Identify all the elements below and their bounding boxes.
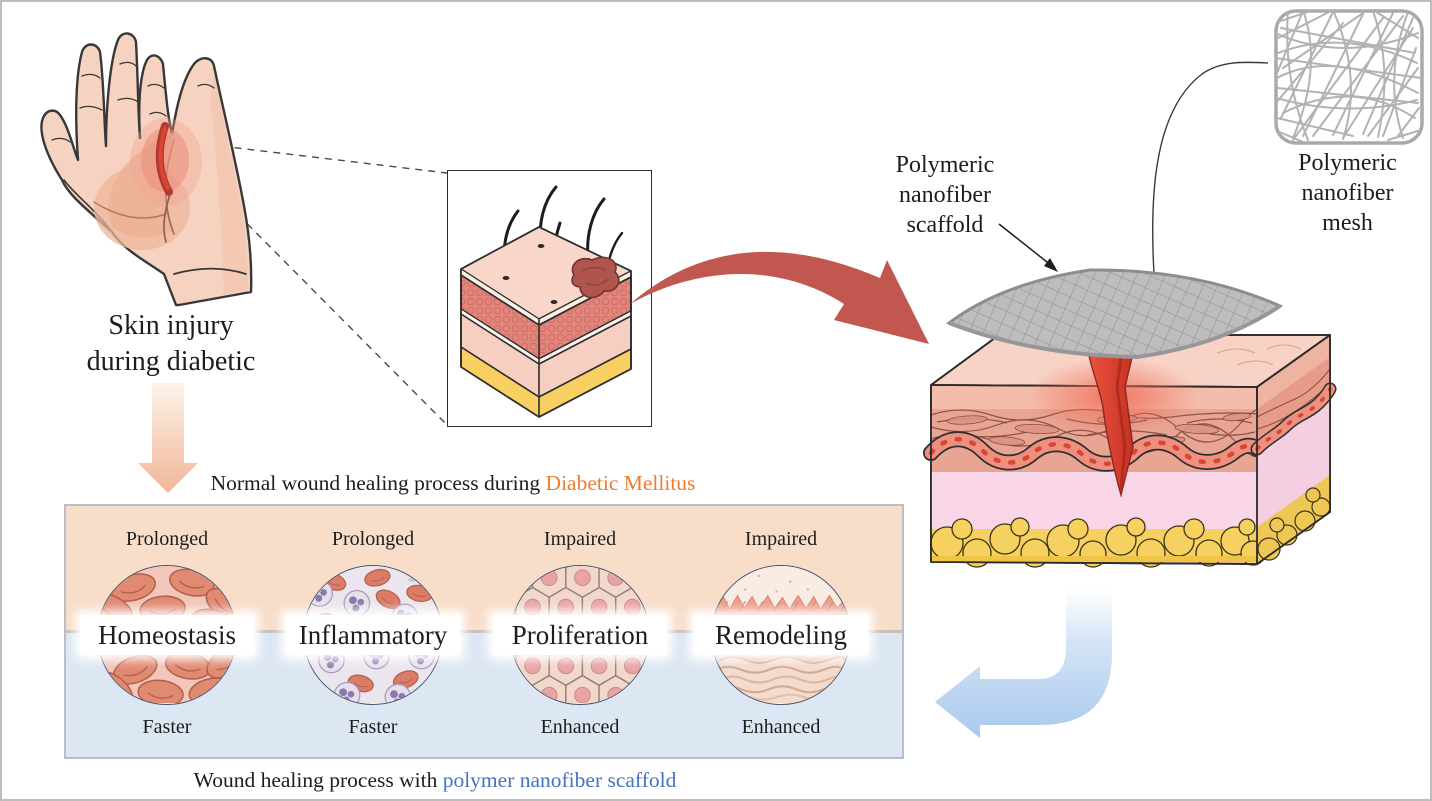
scaffold-label-line2: nanofiber (899, 182, 991, 208)
stage-inflammatory: Prolonged (278, 506, 468, 757)
stage-name: Homeostasis (98, 619, 236, 650)
stage-bottom-label: Enhanced (540, 716, 620, 738)
skin-injury-caption: Skin injury during diabetic (46, 308, 296, 381)
stage-name: Proliferation (511, 619, 649, 650)
stage-homeostasis: Prolonged (72, 506, 262, 757)
mesh-label-line1: Polymeric (1298, 150, 1397, 176)
scaffold-label: Polymeric nanofiber scaffold (860, 150, 1030, 240)
stage-bottom-label: Faster (142, 716, 192, 738)
stage-name-band: Homeostasis (80, 615, 254, 655)
mesh-label: Polymeric nanofiber mesh (1270, 148, 1425, 238)
scaffold-process-footer-highlight: polymer nanofiber scaffold (442, 768, 677, 792)
wound-halo-inner (141, 128, 189, 192)
stage-top-label: Impaired (543, 528, 617, 550)
stage-bottom-label: Enhanced (741, 716, 821, 738)
stage-bottom-label: Faster (348, 716, 398, 738)
skin-cross-section-box (447, 170, 652, 427)
stage-name-band: Inflammatory (286, 615, 460, 655)
blue-curved-arrow (935, 590, 1112, 738)
wounded-skin-block-with-scaffold (923, 268, 1337, 568)
healing-comparison-panel: Prolonged (64, 504, 904, 759)
stage-top-label: Prolonged (125, 528, 209, 550)
mesh-fibers (1276, 11, 1422, 143)
normal-process-title-highlight: Diabetic Mellitus (545, 471, 696, 495)
stage-name: Remodeling (715, 619, 847, 650)
mesh-label-line3: mesh (1322, 210, 1373, 236)
scaffold-pointer-arrow (998, 223, 1058, 272)
peach-down-arrow (138, 383, 198, 493)
scaffold-label-line1: Polymeric (895, 152, 995, 178)
red-curved-arrow (630, 251, 929, 344)
scaffold-sheet (945, 268, 1284, 360)
stage-proliferation: Impaired (485, 506, 675, 757)
mesh-label-line2: nanofiber (1301, 180, 1394, 206)
stage-name: Inflammatory (298, 619, 448, 650)
wound-blob (571, 256, 620, 299)
stage-top-label: Prolonged (331, 528, 415, 550)
scaffold-process-footer-prefix: Wound healing process with (193, 768, 443, 792)
mesh-connector-line (1151, 61, 1269, 275)
panel-divider (66, 630, 902, 633)
normal-process-title-prefix: Normal wound healing process during (210, 471, 546, 495)
skin-injury-caption-line1: Skin injury (108, 310, 234, 341)
skin-injury-caption-line2: during diabetic (86, 346, 256, 378)
stage-remodeling: Impaired (686, 506, 876, 757)
scaffold-label-line3: scaffold (906, 212, 984, 238)
injured-hand-illustration (40, 32, 253, 307)
scaffold-process-footer: Wound healing process with polymer nanof… (60, 768, 810, 793)
nanofiber-mesh-swatch (1274, 9, 1424, 145)
stage-top-label: Impaired (744, 528, 818, 550)
normal-process-title: Normal wound healing process during Diab… (64, 471, 842, 496)
stage-name-band: Proliferation (493, 615, 667, 655)
skin-cross-section-illustration (460, 185, 632, 418)
stage-name-band: Remodeling (694, 615, 868, 655)
